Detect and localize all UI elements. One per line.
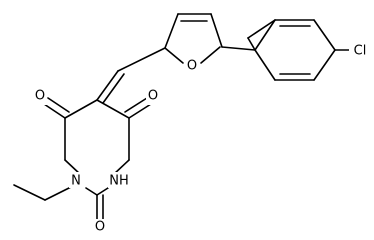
furan-ring	[164, 13, 256, 64]
atom-label-carbonyl-oxygen-left: O	[35, 89, 45, 104]
chlorophenyl-ring	[247, 19, 351, 81]
atom-label-chlorine: Cl	[354, 44, 367, 59]
pyrimidine-ring	[13, 97, 152, 220]
atom-label-carbonyl-oxygen-right: O	[148, 89, 158, 104]
atom-label-furan-oxygen: O	[187, 59, 197, 74]
atom-label-nh: NH	[109, 174, 129, 189]
atom-label-nitrogen-ethyl: N	[71, 174, 81, 189]
methylidene-bridge	[96, 47, 166, 104]
atom-label-carbonyl-oxygen-bottom: O	[95, 220, 105, 235]
